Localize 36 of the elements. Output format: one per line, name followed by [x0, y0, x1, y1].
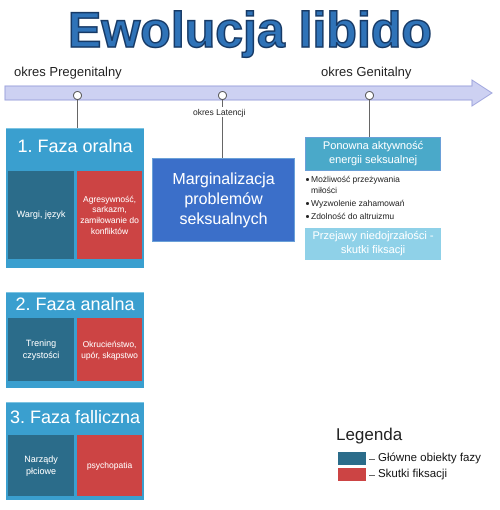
genital-header-box: [305, 137, 441, 171]
fixation-box: [77, 171, 142, 259]
object-box: [8, 435, 74, 496]
object-box: [8, 171, 74, 259]
box-text: Marginalizacja problemów seksualnych: [171, 170, 276, 230]
box-text: Ponowna aktywność energii seksualnej: [322, 140, 424, 168]
bullet-item: Możliwość przeżywania miłości: [311, 174, 401, 196]
phase-title: 1. Faza oralna: [16, 135, 134, 158]
phase-panel: [6, 128, 144, 268]
period-label: okres Pregenitalny: [14, 64, 122, 80]
box-text: Wargi, język: [16, 209, 66, 221]
immaturity-box: [305, 228, 441, 260]
period-label: okres Genitalny: [321, 64, 412, 80]
phase-panel: [6, 292, 144, 388]
title: Ewolucja libido: [67, 2, 433, 58]
legend-title: Legenda: [336, 424, 402, 446]
phase-title: 3. Faza falliczna: [8, 406, 142, 429]
box-text: Okrucieństwo, upór, skąpstwo: [80, 338, 139, 360]
box-text: Przejawy niedojrzałości - skutki fiksacji: [311, 230, 435, 258]
fixation-box: [77, 435, 142, 496]
box-text: Trening czystości: [22, 338, 60, 361]
object-box: [8, 318, 74, 381]
box-text: Narządy płciowe: [23, 454, 59, 477]
connector-line: [77, 100, 78, 128]
legend-label: Skutki fiksacji: [378, 468, 448, 480]
legend-label: Główne obiekty fazy: [378, 452, 481, 464]
connector-line: [369, 100, 370, 138]
box-text: Agresywność, sarkazm, zamiłowanie do konfliktów: [80, 194, 139, 236]
fixation-box: [77, 318, 142, 381]
box-text: psychopatia: [86, 460, 132, 471]
phase-panel: [6, 402, 144, 500]
bullet-item: Wyzwolenie zahamowań: [311, 198, 406, 210]
bullet-item: Zdolność do altruizmu: [311, 211, 396, 222]
period-label: okres Latencji: [192, 107, 246, 118]
phase-title: 2. Faza analna: [14, 293, 136, 315]
latency-box: [152, 158, 295, 242]
